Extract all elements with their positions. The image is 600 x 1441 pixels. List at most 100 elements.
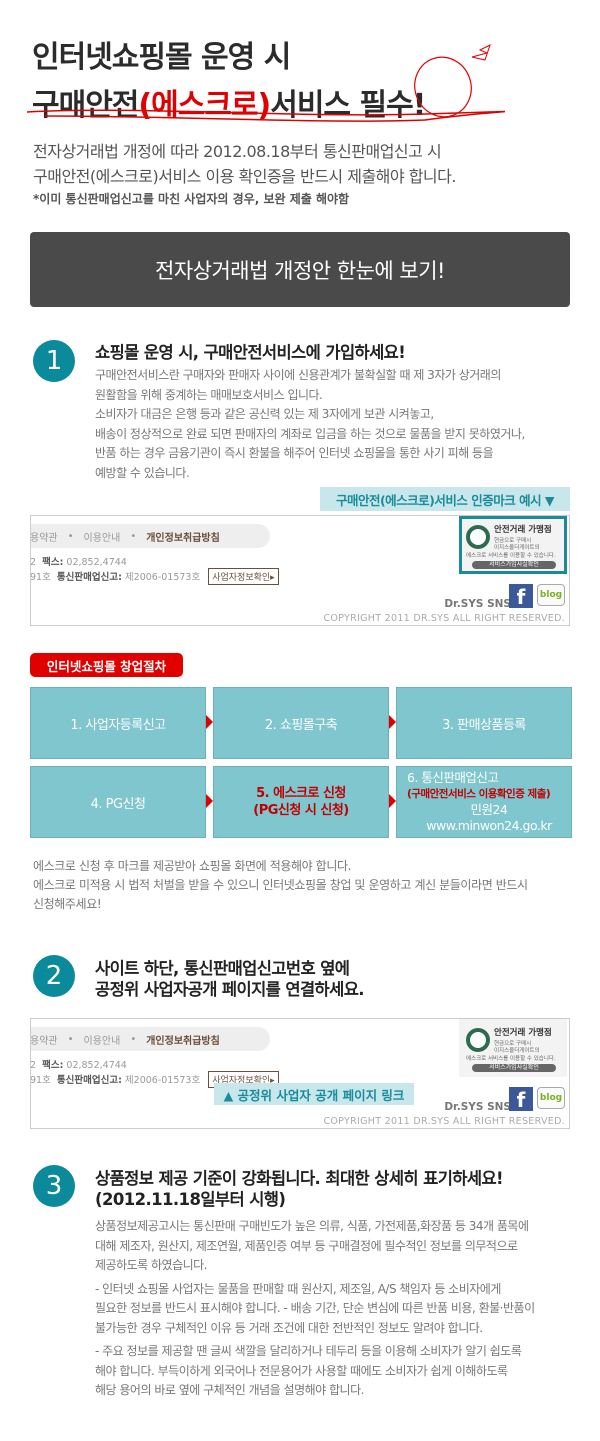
section2-title: 사이트 하단, 통신판매업신고번호 옆에 공정위 사업자공개 페이지를 연결하세…	[95, 958, 365, 1000]
body-line: 해야 합니다. 부득이하게 외국어나 전문용어가 사용할 때에도 소비자가 쉽게…	[95, 1363, 508, 1378]
report-number: 제2006-01573호	[124, 572, 201, 583]
procedure-step: 3. 판매상품등록	[396, 687, 572, 759]
body-line: 배송이 정상적으로 완료 되면 판매자의 계좌로 입금을 하는 것으로 물품을 …	[95, 426, 525, 441]
footer-link-guide[interactable]: 이용안내	[83, 532, 121, 544]
step-number-badge: 2	[33, 955, 75, 997]
body-line: 반품 하는 경우 금융기관이 즉시 환불을 해주어 인터넷 쇼핑몰을 통한 사기…	[95, 446, 494, 460]
cert-line: 이지스올더게이트의	[494, 545, 540, 551]
step-number-badge: 1	[33, 340, 75, 382]
body-line: 소비자가 대금은 은행 등과 같은 공신력 있는 제 3자에게 보관 시켜놓고,	[95, 407, 434, 421]
procedure-step: 4. PG신청	[30, 766, 206, 838]
title-line: (2012.11.18일부터 시행)	[95, 1190, 286, 1209]
body-line: 필요한 정보를 반드시 표시해야 합니다. - 배송 기간, 단순 변심에 따른…	[95, 1301, 535, 1315]
escrow-cert-mark[interactable]: 안전거래 가맹점 현금으로 구매시 이지스올더게이트의 에스크로 서비스를 이용…	[459, 1019, 567, 1077]
cert-check-button[interactable]: 서비스가입사실확인	[472, 561, 556, 569]
subtitle-line1: 전자상거래법 개정에 따라 2012.08.18부터 통신판매업신고 시	[33, 142, 442, 161]
report-label: 통신판매업신고:	[56, 1075, 122, 1086]
title-line: 공정위 사업자공개 페이지를 연결하세요.	[95, 980, 365, 999]
title-line: 상품정보 제공 기준이 강화됩니다. 최대한 상세히 표기하세요!	[95, 1169, 504, 1188]
body-line: 불가능한 경우 구체적인 이유 등 거래 조건에 대한 전반적인 정보도 알려야…	[95, 1320, 483, 1335]
info-text: 91호	[30, 1075, 51, 1086]
report-number: 제2006-01573호	[124, 1075, 201, 1086]
step-text: 6. 통신판매업신고	[407, 770, 499, 785]
headline-line2: 구매안전(에스크로)서비스 필수!	[32, 80, 426, 124]
law-amendment-button[interactable]: 전자상거래법 개정안 한눈에 보기!	[30, 232, 570, 307]
body-line: 해당 용어의 바로 옆에 구체적인 개념을 설명해야 합니다.	[95, 1383, 364, 1397]
info-text: 2	[30, 557, 37, 568]
footer-link-privacy[interactable]: 개인정보취급방침	[146, 1035, 220, 1047]
body-line: - 주요 정보를 제공할 땐 글씨 색깔을 달리하거나 테두리 등을 이용해 소…	[95, 1344, 522, 1358]
cert-check-button[interactable]: 서비스가입사실확인	[472, 1064, 556, 1072]
procedure-label: 인터넷쇼핑몰 창업절차	[30, 653, 183, 677]
escrow-cert-mark[interactable]: 안전거래 가맹점 현금으로 구매시 이지스올더게이트의 에스크로 서비스를 이용…	[459, 516, 567, 574]
note-line: 신청해주세요!	[33, 897, 102, 911]
fax-label: 팩스:	[42, 557, 64, 568]
footer-nav: 용약관• 이용안내• 개인정보취급방침	[30, 524, 270, 548]
procedure-notes: 에스크로 신청 후 마크를 제공받아 쇼핑몰 화면에 적용해야 합니다. 에스크…	[33, 857, 528, 914]
fax-value: 02,852,4744	[66, 1060, 127, 1071]
cert-line: 에스크로 서비스를 이용할 수 있습니다.	[466, 553, 556, 559]
minwon24-link[interactable]: 민원24 www.minwon24.go.kr	[426, 802, 552, 833]
footer-sample: 용약관• 이용안내• 개인정보취급방침 2 팩스: 02,852,4744 91…	[30, 1018, 570, 1129]
red-scribble-decoration	[26, 44, 505, 122]
body-line: 원활함을 위해 중계하는 매매보호서비스 입니다.	[95, 387, 323, 402]
info-text: 2	[30, 1060, 37, 1071]
copyright: COPYRIGHT 2011 DR.SYS ALL RIGHT RESERVED…	[323, 1116, 565, 1127]
procedure-step-escrow: 5. 에스크로 신청 (PG신청 시 신청)	[213, 766, 389, 838]
body-line: 구매안전서비스란 구매자와 판매자 사이에 신용관계가 불확실할 때 제 3자가…	[95, 368, 501, 382]
note-line: 에스크로 미적용 시 법적 처벌을 받을 수 있으니 인터넷쇼핑몰 창업 및 운…	[33, 878, 528, 892]
fax-label: 팩스:	[42, 1060, 64, 1071]
blog-icon[interactable]: blog	[537, 1087, 565, 1109]
arrow-right-icon	[389, 715, 396, 729]
footer-info-line1: 2 팩스: 02,852,4744	[30, 554, 127, 568]
footer-info-line2: 91호 통신판매업신고: 제2006-01573호 사업자정보확인▸	[30, 568, 279, 585]
footer-link-terms[interactable]: 용약관	[30, 532, 58, 544]
arrow-right-icon	[206, 794, 213, 808]
body-line: 예방할 수 있습니다.	[95, 465, 190, 480]
cert-title: 안전거래 가맹점	[494, 1028, 552, 1038]
procedure-step: 2. 쇼핑몰구축	[213, 687, 389, 759]
facebook-icon[interactable]: f	[509, 584, 533, 609]
section1-body: 구매안전서비스란 구매자와 판매자 사이에 신용관계가 불확실할 때 제 3자가…	[95, 366, 525, 483]
section1-title: 쇼핑몰 운영 시, 구매안전서비스에 가입하세요!	[95, 343, 406, 362]
headline-line1: 인터넷쇼핑몰 운영 시	[32, 40, 291, 75]
footer-link-guide[interactable]: 이용안내	[83, 1035, 121, 1047]
copyright: COPYRIGHT 2011 DR.SYS ALL RIGHT RESERVED…	[323, 613, 565, 624]
step-subtext: (PG신청 시 신청)	[253, 803, 349, 818]
footer-link-terms[interactable]: 용약관	[30, 1035, 58, 1047]
arrow-right-icon	[206, 715, 213, 729]
seal-icon	[466, 525, 490, 549]
blog-icon[interactable]: blog	[537, 584, 565, 606]
arrow-right-icon	[389, 794, 396, 808]
section3-title: 상품정보 제공 기준이 강화됩니다. 최대한 상세히 표기하세요! (2012.…	[95, 1168, 504, 1210]
sns-label: Dr.SYS SNS	[444, 598, 511, 610]
cert-line: 에스크로 서비스를 이용할 수 있습니다.	[466, 1056, 556, 1062]
report-label: 통신판매업신고:	[56, 572, 122, 583]
headline-text-required: 서비스 필수!	[270, 88, 426, 123]
step-number-badge: 3	[33, 1165, 75, 1207]
ftc-link-label: ▲ 공정위 사업자 공개 페이지 링크	[214, 1083, 414, 1105]
body-line: - 인터넷 쇼핑몰 사업자는 물품을 판매할 때 원산지, 제조일, A/S 책…	[95, 1281, 501, 1296]
cert-mark-example-label: 구매안전(에스크로)서비스 인증마크 예시 ▼	[320, 487, 570, 511]
procedure-step: 1. 사업자등록신고	[30, 687, 206, 759]
facebook-icon[interactable]: f	[509, 1087, 533, 1112]
footer-info-line1: 2 팩스: 02,852,4744	[30, 1057, 127, 1071]
body-line: 대해 제조자, 원산지, 제조연월, 제품인증 여부 등 구매결정에 필수적인 …	[95, 1238, 518, 1253]
body-line: 상품정보제공고시는 통신판매 구매빈도가 높은 의류, 식품, 가전제품,화장품…	[95, 1219, 529, 1233]
note-line: 에스크로 신청 후 마크를 제공받아 쇼핑몰 화면에 적용해야 합니다.	[33, 859, 352, 873]
title-line: 사이트 하단, 통신판매업신고번호 옆에	[95, 959, 350, 978]
body-line: 제공하도록 하였습니다.	[95, 1258, 208, 1272]
biz-info-button[interactable]: 사업자정보확인▸	[208, 568, 279, 585]
sns-label: Dr.SYS SNS	[444, 1101, 511, 1113]
footer-sample: 용약관• 이용안내• 개인정보취급방침 2 팩스: 02,852,4744 91…	[30, 515, 570, 626]
footer-nav: 용약관• 이용안내• 개인정보취급방침	[30, 1027, 270, 1051]
info-text: 91호	[30, 572, 51, 583]
subtitle-line2: 구매안전(에스크로)서비스 이용 확인증을 반드시 제출해야 합니다.	[33, 167, 456, 186]
footer-link-privacy[interactable]: 개인정보취급방침	[146, 532, 220, 544]
step-text: 5. 에스크로 신청	[256, 786, 346, 801]
seal-icon	[466, 1028, 490, 1052]
cert-line: 현금으로 구매시	[494, 538, 532, 544]
cert-line: 이지스올더게이트의	[494, 1048, 540, 1054]
cert-line: 현금으로 구매시	[494, 1041, 532, 1047]
cert-title: 안전거래 가맹점	[494, 525, 552, 535]
